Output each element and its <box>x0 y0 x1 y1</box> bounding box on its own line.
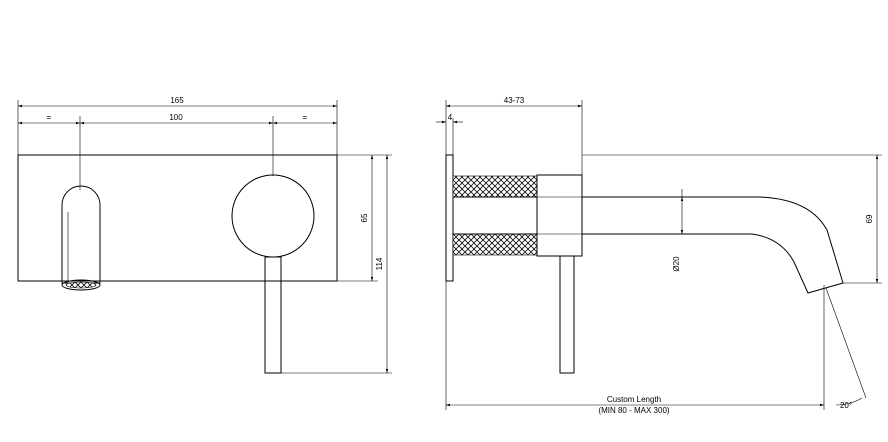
side-view: 43-73 4 Ø20 69 Custom Length (MIN 80 <box>436 96 882 415</box>
spout-side <box>581 196 844 294</box>
front-view: 165 = 100 = 65 114 <box>17 96 392 374</box>
lever-side <box>559 255 575 374</box>
dim-lever-height: 114 <box>375 257 384 270</box>
dim-spout-diameter: Ø20 <box>672 256 681 272</box>
dim-plate-thickness: 4 <box>448 113 453 122</box>
dim-equal-left: = <box>47 113 52 122</box>
knurled-section-bottom <box>452 233 538 256</box>
dim-equal-right: = <box>303 113 308 122</box>
dim-plate-height: 65 <box>360 213 369 222</box>
wall-plate <box>17 154 338 282</box>
dim-spout-height: 69 <box>865 214 874 223</box>
dim-center-spacing: 100 <box>169 113 183 122</box>
dim-custom-length-range: (MIN 80 - MAX 300) <box>598 406 669 415</box>
dim-custom-length-label: Custom Length <box>607 395 661 404</box>
knurled-section-top <box>452 175 538 198</box>
dim-overall-width: 165 <box>170 96 184 105</box>
dim-angle: 20° <box>840 401 852 410</box>
mixer-handle-front <box>231 174 315 374</box>
spout-front <box>61 185 101 291</box>
handle-collar <box>536 174 583 257</box>
dim-projection-range: 43-73 <box>504 96 525 105</box>
side-wall-plate <box>445 154 454 282</box>
